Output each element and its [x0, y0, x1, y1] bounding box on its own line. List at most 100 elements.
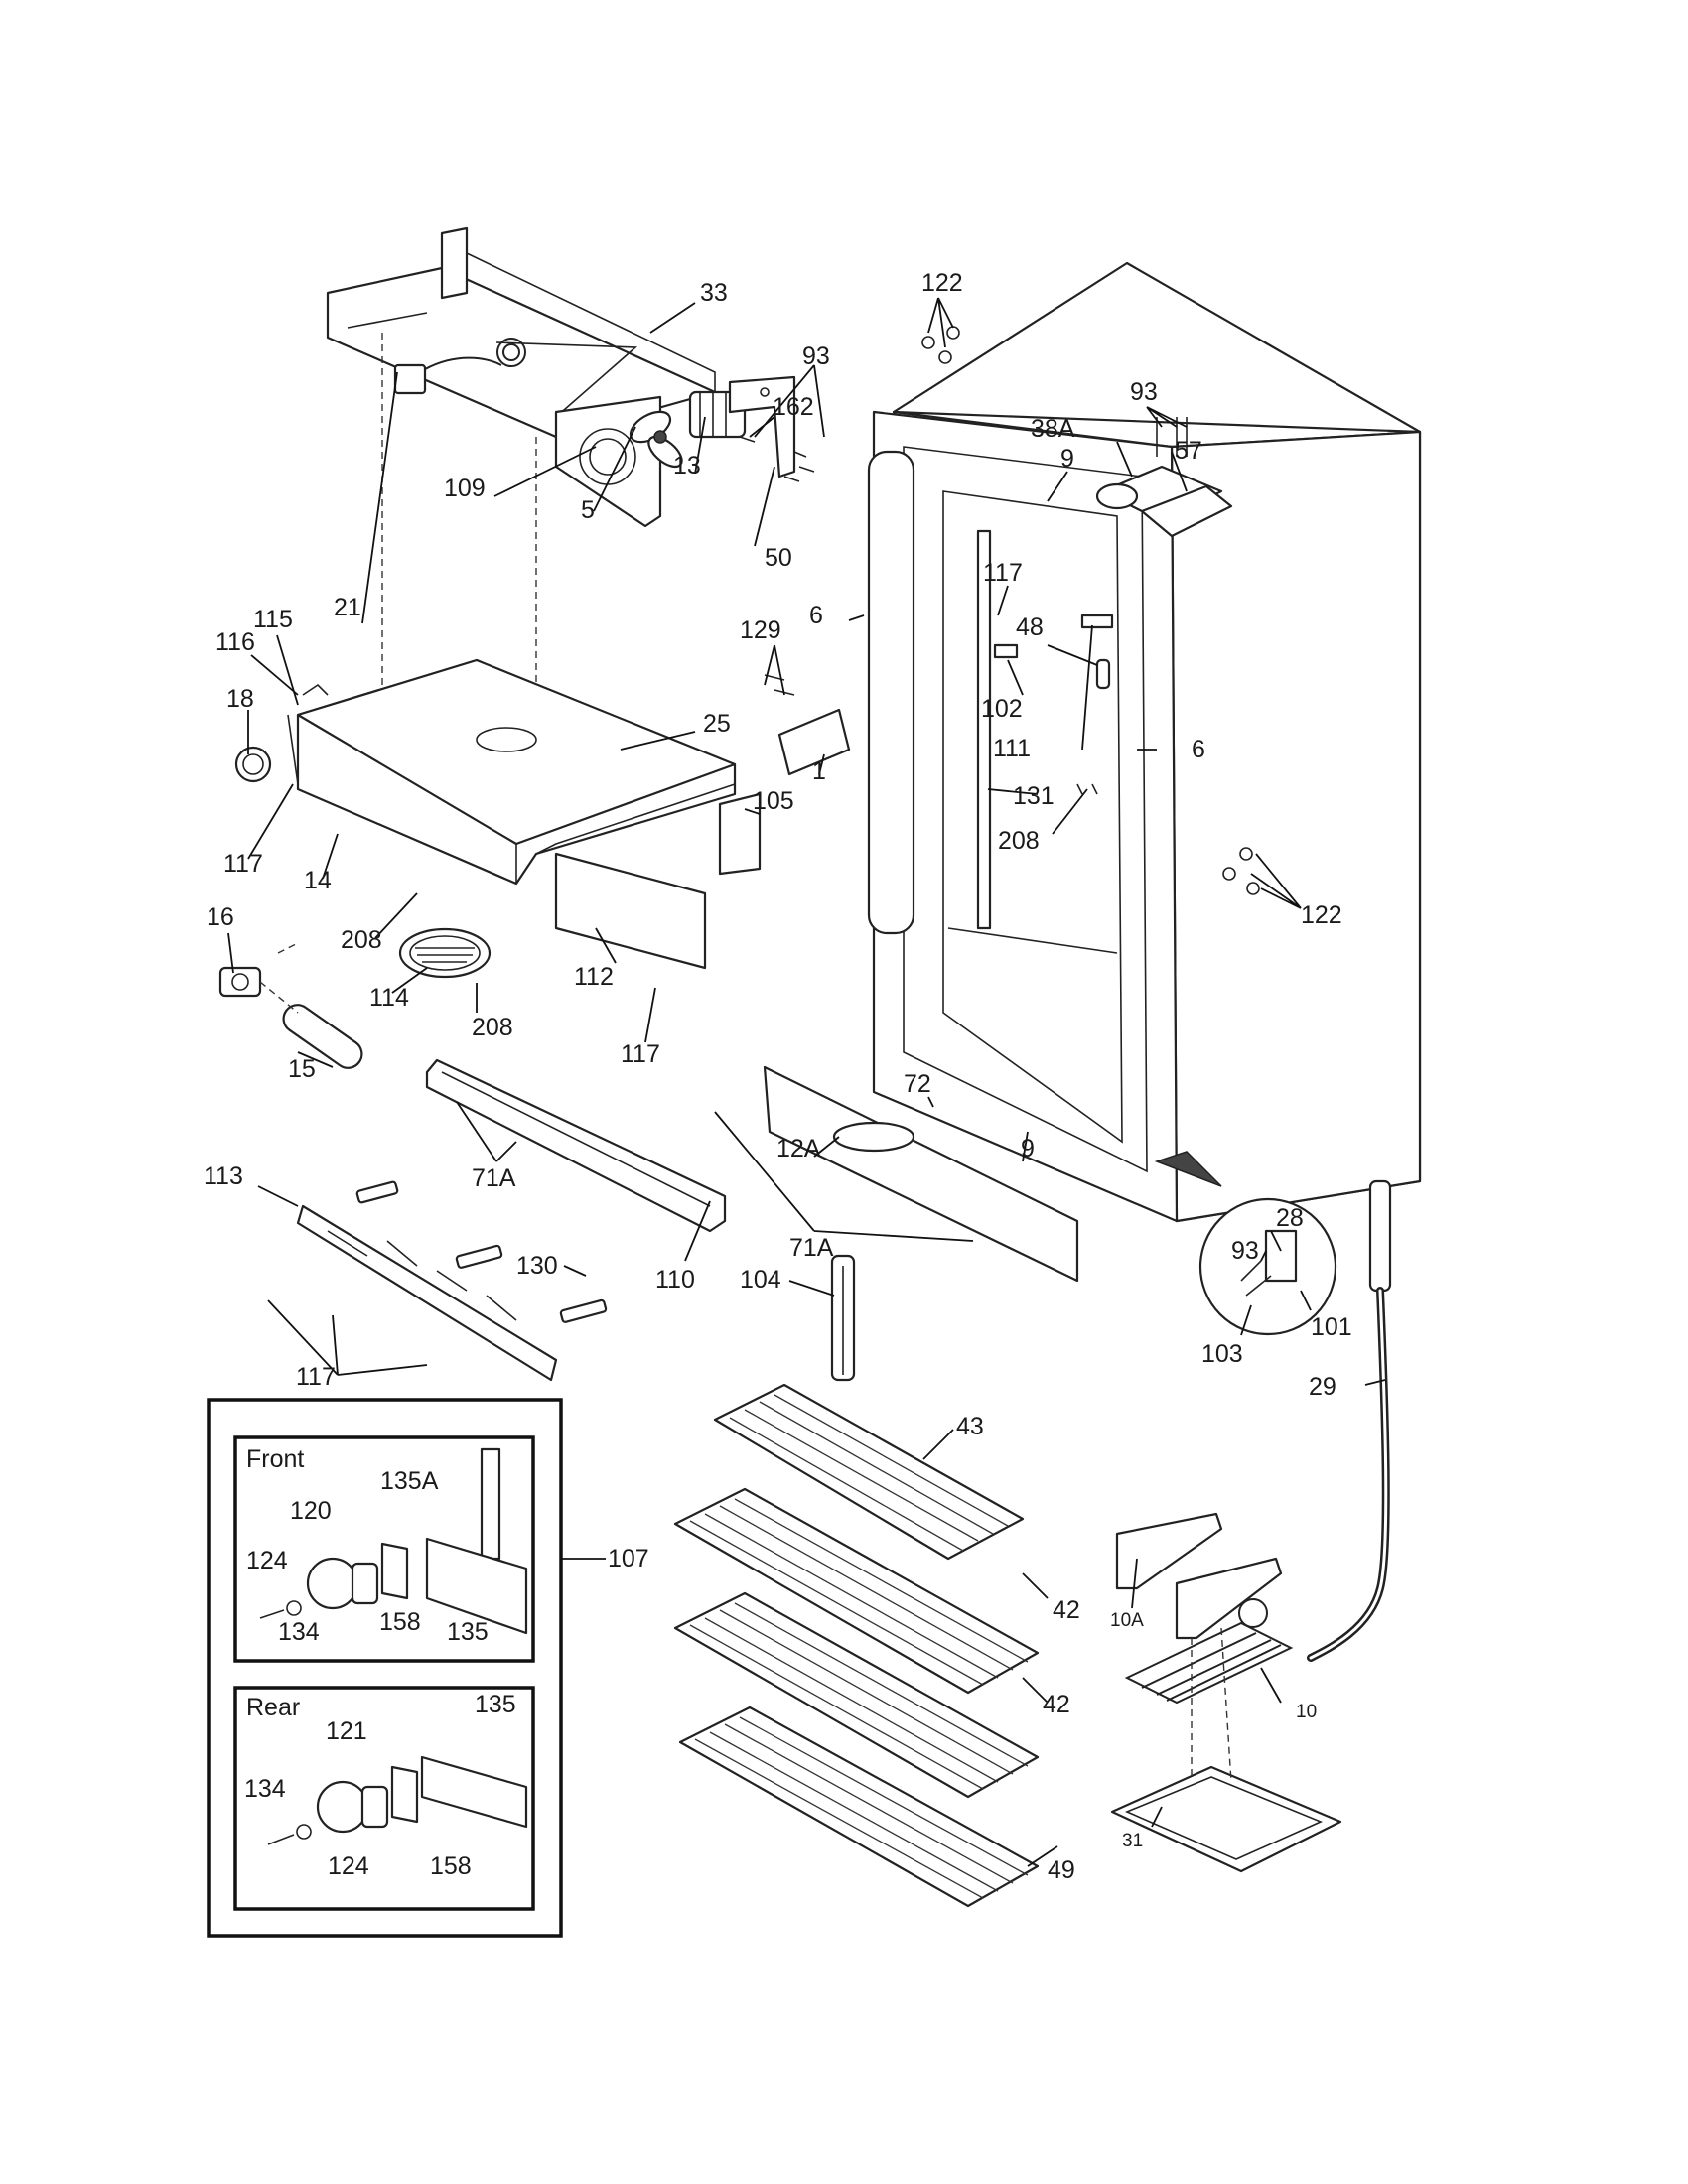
sensor-102: [993, 643, 1019, 659]
side-panel: [718, 792, 762, 876]
leader-lines: [227, 297, 1386, 1867]
power-cord: [1307, 1179, 1392, 1662]
callout-117-interior: 117: [983, 559, 1023, 587]
callout-109: 109: [444, 475, 486, 502]
inset-label-134-rear: 134: [244, 1775, 286, 1803]
mounting-studs: [355, 1180, 608, 1323]
callout-labels: 33 122 93 162 13 109 5 50 93 38A 57 9 11…: [204, 269, 1352, 1884]
callout-42-lower: 42: [1043, 1691, 1070, 1718]
callout-12a: 12A: [776, 1135, 821, 1162]
callout-101: 101: [1311, 1313, 1352, 1341]
callout-93: 93: [802, 342, 830, 370]
inset-label-135-front: 135: [447, 1618, 489, 1646]
callout-28: 28: [1276, 1204, 1304, 1232]
callout-10a: 10A: [1110, 1610, 1144, 1631]
screws-208: [1076, 783, 1098, 795]
callout-111: 111: [993, 735, 1031, 762]
callout-208-a: 208: [341, 926, 382, 954]
callout-102: 102: [981, 695, 1023, 723]
callout-129: 129: [740, 616, 781, 644]
callout-103: 103: [1201, 1340, 1243, 1368]
callout-13: 13: [673, 452, 701, 479]
callout-115: 115: [253, 606, 293, 633]
inset-label-120: 120: [290, 1497, 332, 1525]
shelf-42-lower: [673, 1591, 1040, 1799]
callout-6-left: 6: [809, 602, 823, 629]
top-duct-cover: [326, 226, 717, 452]
motor-bracket: [728, 375, 796, 478]
callout-130: 130: [516, 1252, 558, 1280]
bracket-1: [764, 674, 851, 776]
bracket-111: [1080, 614, 1114, 629]
callout-105: 105: [753, 787, 794, 815]
callout-57: 57: [1175, 437, 1202, 465]
callout-50: 50: [765, 544, 792, 572]
callout-117-bottom: 117: [296, 1363, 336, 1391]
back-panel: [554, 852, 707, 970]
kickplate: [763, 1065, 1079, 1283]
defrost-heater: [1124, 1598, 1294, 1705]
inset-rear-title: Rear: [246, 1694, 300, 1721]
callout-107: 107: [608, 1545, 649, 1572]
inset-label-134-front: 134: [278, 1618, 320, 1646]
base-grille: [296, 1204, 558, 1382]
callout-71a-left: 71A: [472, 1164, 516, 1192]
light-socket: [218, 966, 262, 998]
inset-label-135-rear: 135: [475, 1691, 516, 1718]
callout-6-right: 6: [1192, 736, 1205, 763]
callout-122-side: 122: [1301, 901, 1342, 929]
inset-label-121: 121: [326, 1717, 367, 1745]
callout-114: 114: [369, 984, 409, 1012]
callout-122: 122: [921, 269, 963, 297]
callout-1: 1: [812, 757, 826, 785]
callout-31: 31: [1122, 1831, 1143, 1851]
vent-grille: [398, 927, 492, 979]
inset-front-title: Front: [246, 1445, 304, 1473]
callout-162: 162: [773, 393, 814, 421]
callout-71a-right: 71A: [789, 1234, 834, 1262]
callout-93-top: 93: [1130, 378, 1158, 406]
callout-25: 25: [703, 710, 731, 738]
callout-110: 110: [655, 1266, 695, 1294]
callout-15: 15: [288, 1055, 316, 1083]
inset-label-124-front: 124: [246, 1547, 288, 1574]
callout-116: 116: [215, 628, 255, 656]
callout-208-interior: 208: [998, 827, 1040, 855]
callout-16: 16: [207, 903, 234, 931]
callout-113: 113: [204, 1162, 243, 1190]
callout-21: 21: [334, 594, 361, 621]
inset-label-158-rear: 158: [430, 1852, 472, 1880]
callout-33: 33: [700, 279, 728, 307]
fan-blade: [629, 410, 683, 469]
temperature-control: [393, 338, 526, 395]
callout-93-detail: 93: [1231, 1237, 1259, 1265]
tube-104: [830, 1254, 856, 1382]
callout-49: 49: [1048, 1856, 1075, 1884]
callout-5: 5: [581, 496, 595, 524]
callout-112: 112: [574, 963, 614, 991]
interior-rail: [976, 529, 992, 930]
control-housing: [296, 658, 737, 886]
plugs-122: [921, 326, 1260, 895]
callout-131: 131: [1013, 782, 1055, 810]
callout-43: 43: [956, 1413, 984, 1440]
top-hinge: [1095, 417, 1233, 538]
shelf-43: [713, 1383, 1025, 1561]
callout-42-upper: 42: [1053, 1596, 1080, 1624]
callout-104: 104: [740, 1266, 781, 1294]
inset-label-124-rear: 124: [328, 1852, 369, 1880]
callout-10: 10: [1296, 1702, 1317, 1722]
callout-117-panel: 117: [621, 1040, 660, 1068]
bulb-48: [1095, 658, 1111, 690]
callout-9-lower: 9: [1021, 1135, 1035, 1162]
screws: [739, 436, 815, 482]
shelf-42-upper: [673, 1487, 1040, 1695]
callout-208-b: 208: [472, 1014, 513, 1041]
guide-line: [259, 942, 299, 1014]
caster-inset: [207, 1398, 563, 1938]
callout-9: 9: [1060, 445, 1074, 473]
callout-29: 29: [1309, 1373, 1336, 1401]
callout-117-left: 117: [223, 850, 263, 878]
callout-72: 72: [904, 1070, 931, 1098]
hinge-detail-circle: [1154, 1151, 1337, 1336]
